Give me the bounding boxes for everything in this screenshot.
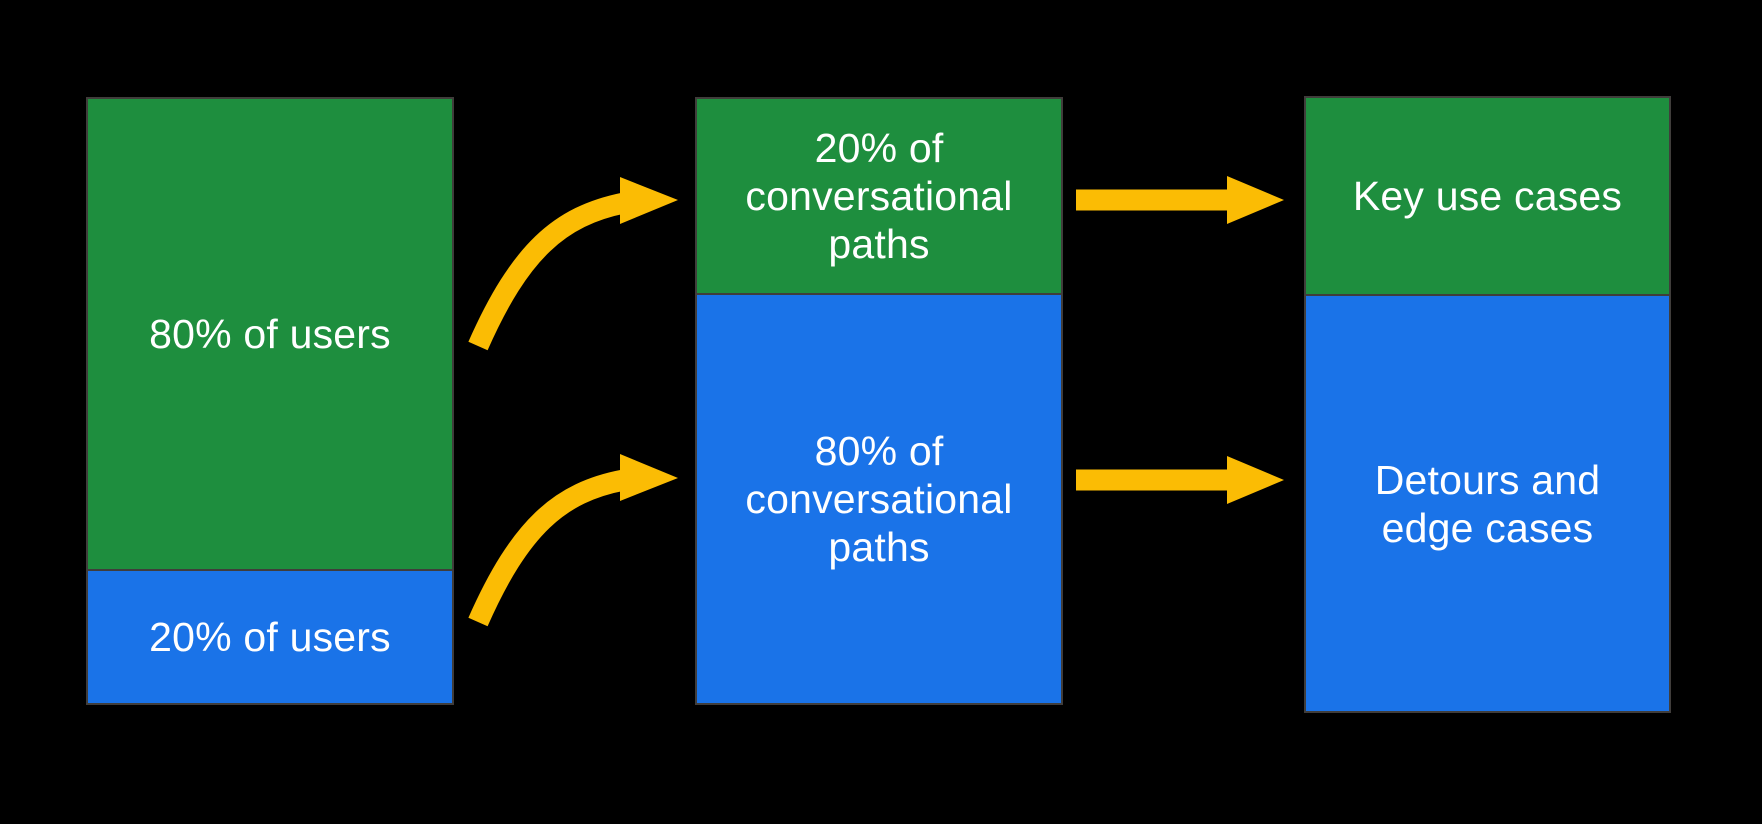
segment-detours-edge-cases: Detours and edge cases	[1306, 294, 1669, 711]
column-outcomes: Key use cases Detours and edge cases	[1304, 96, 1671, 713]
segment-80-percent-paths: 80% of conversational paths	[697, 293, 1061, 703]
segment-label: 20% of users	[149, 614, 391, 660]
straight-arrow-bottom-head	[1227, 456, 1284, 504]
segment-key-use-cases: Key use cases	[1306, 98, 1669, 294]
straight-arrow-top-head	[1227, 176, 1284, 224]
segment-label: 20% of conversational paths	[745, 125, 1013, 267]
segment-20-percent-paths: 20% of conversational paths	[697, 99, 1061, 293]
segment-label: Key use cases	[1352, 173, 1623, 219]
curved-arrow-users-to-bottom-paths	[468, 454, 678, 627]
curved-arrow-top-head	[620, 177, 678, 224]
segment-label: Detours and edge cases	[1374, 456, 1601, 551]
segment-20-percent-users: 20% of users	[88, 569, 452, 703]
segment-label: 80% of conversational paths	[745, 428, 1013, 570]
column-users: 80% of users 20% of users	[86, 97, 454, 705]
straight-arrow-paths-to-key-use-cases	[1076, 176, 1284, 224]
curved-arrow-bottom-shaft	[468, 469, 627, 627]
curved-arrow-bottom-head	[620, 454, 678, 501]
straight-arrow-paths-to-detours	[1076, 456, 1284, 504]
segment-80-percent-users: 80% of users	[88, 99, 452, 569]
curved-arrow-top-shaft	[468, 192, 627, 351]
column-conversational-paths: 20% of conversational paths 80% of conve…	[695, 97, 1063, 705]
segment-label: 80% of users	[149, 311, 391, 357]
curved-arrow-users-to-top-paths	[468, 177, 678, 351]
